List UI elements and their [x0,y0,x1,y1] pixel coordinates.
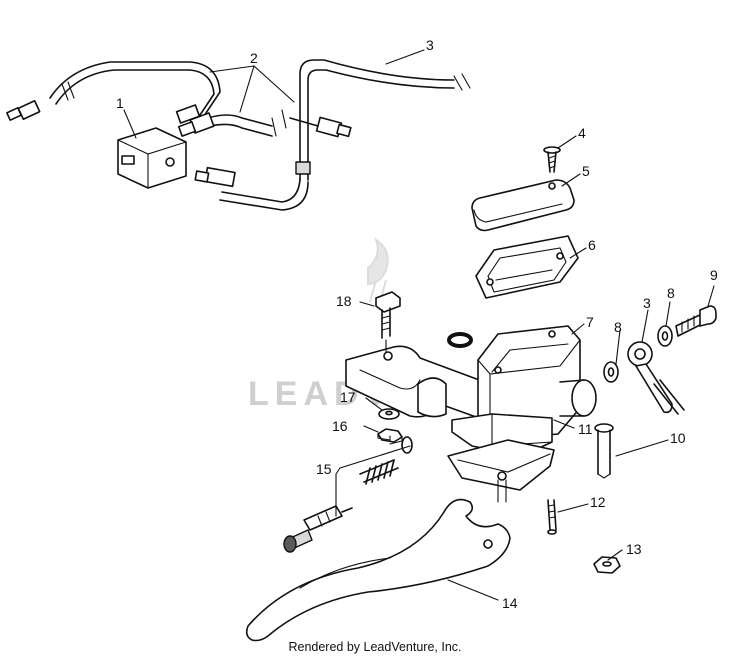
callout-10: 10 [670,430,686,446]
clamp-bolt-part-18 [375,291,401,353]
callout-3-top: 3 [426,37,434,53]
callout-17: 17 [340,389,356,405]
brake-line-assembly [6,59,471,211]
callout-9: 9 [710,267,718,283]
copper-washer-part-8-left [603,361,619,383]
brake-lever-part-14 [245,498,511,642]
nut-part-16 [377,428,403,445]
reservoir-cover-part-5 [471,179,575,232]
nut-part-13 [593,556,621,574]
callout-8-right: 8 [667,285,675,301]
diaphragm-part-6 [475,235,579,299]
master-cylinder-body-part-7 [345,325,597,503]
washer-part-17 [378,408,400,420]
leader-lines [123,49,715,601]
pivot-bolt-part-10 [594,423,614,479]
callout-3-banjo: 3 [643,295,651,311]
callout-4: 4 [578,125,586,141]
callout-15: 15 [316,461,332,477]
callout-16: 16 [332,418,348,434]
callout-14: 14 [502,595,518,611]
callout-12: 12 [590,494,606,510]
callout-18: 18 [336,293,352,309]
callout-7: 7 [586,314,594,330]
o-ring [447,332,473,348]
callout-6: 6 [588,237,596,253]
callout-8-left: 8 [614,319,622,335]
copper-washer-part-8-right [657,325,673,347]
screw-part-12 [547,499,557,535]
callout-11: 11 [578,421,593,437]
banjo-bolt-part-9 [675,305,717,337]
callout-5: 5 [582,163,590,179]
callout-13: 13 [626,541,642,557]
banjo-fitting-part-3 [627,341,685,415]
callout-2: 2 [250,50,258,66]
piston-kit-part-15 [283,436,413,553]
cover-screw-part-4 [543,146,561,173]
callout-1: 1 [116,95,124,111]
callout-labels: 1 2 3 3 4 5 6 7 8 8 9 10 11 12 13 14 15 … [116,37,718,611]
footer-credit: Rendered by LeadVenture, Inc. [288,640,462,654]
junction-block-part-1 [117,127,187,189]
